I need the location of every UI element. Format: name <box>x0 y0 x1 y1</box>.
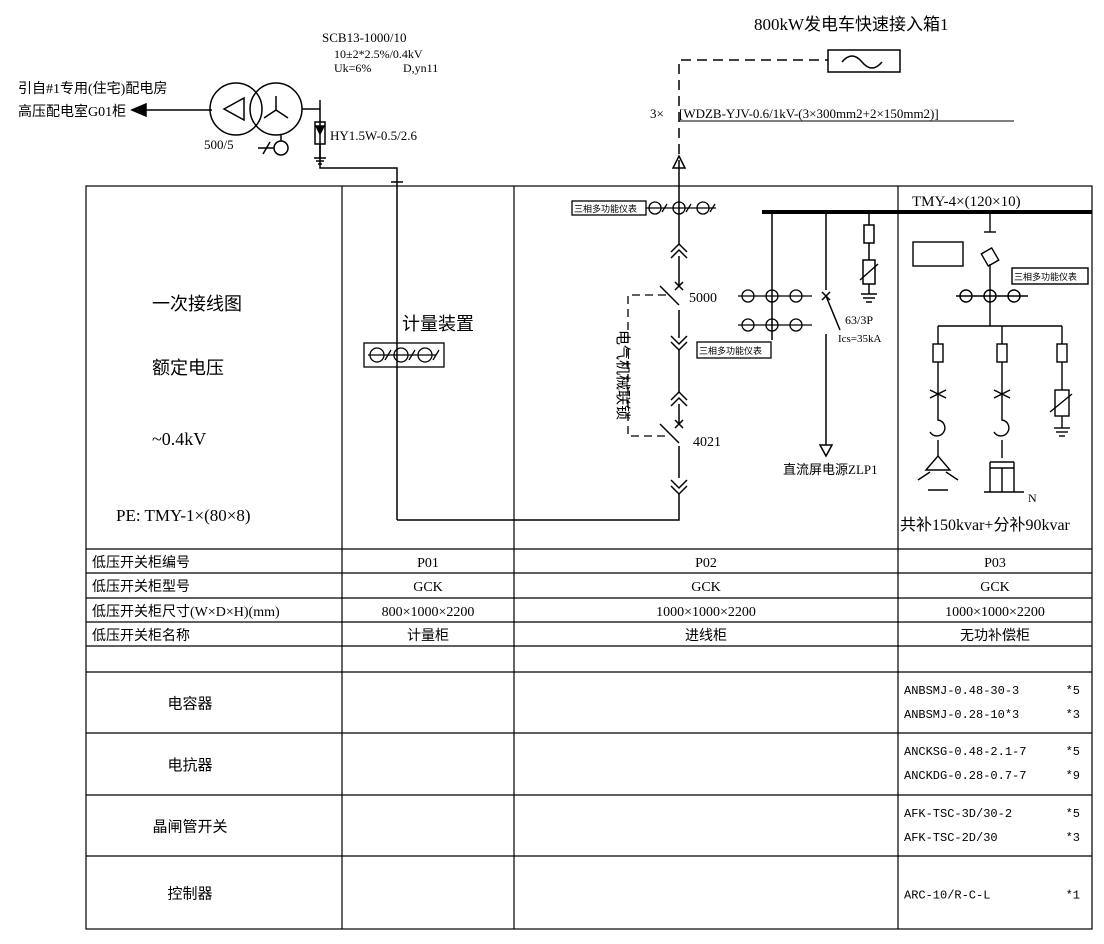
component-model: AFK-TSC-3D/30-2 <box>904 807 1012 821</box>
transformer-primary-winding-icon <box>209 82 263 136</box>
table-cell-p01: GCK <box>413 580 443 595</box>
neutral-label: N <box>1028 491 1037 505</box>
table-row: 低压开关柜型号 GCK GCK GCK <box>92 579 1010 595</box>
component-qty: *9 <box>1066 769 1080 783</box>
component-model: AFK-TSC-2D/30 <box>904 831 998 845</box>
breaker-upper-rating: 5000 <box>689 291 717 306</box>
transformer-uk-label: Uk=6% <box>334 61 371 75</box>
table-rows: 低压开关柜编号 P01 P02 P03 低压开关柜型号 GCK GCK GCK 低压开关柜尺寸(… <box>92 555 1045 644</box>
mccb-rating: 63/3P <box>845 313 873 327</box>
voltage-value: ~0.4kV <box>152 429 206 449</box>
rated-voltage-label: 额定电压 <box>152 358 224 378</box>
table-cell-p02: 进线柜 <box>685 628 727 644</box>
metering-ct-group <box>363 342 445 368</box>
component-qty: *3 <box>1066 708 1080 722</box>
compensation-summary: 共补150kvar+分补90kvar <box>900 516 1071 534</box>
source-arrow-icon <box>130 102 147 118</box>
table-cell-p01: 计量柜 <box>407 628 449 644</box>
table-cell-p03: P03 <box>984 556 1006 571</box>
component-label: 电容器 <box>167 696 212 713</box>
cable-prefix: 3× <box>650 106 664 121</box>
incoming-feeder <box>397 170 688 521</box>
arrester-label: HY1.5W-0.5/2.6 <box>330 128 418 143</box>
component-qty: *1 <box>1066 889 1080 903</box>
generator-box-title: 800kW发电车快速接入箱1 <box>754 15 949 34</box>
table-cell-p03: 无功补偿柜 <box>960 628 1030 644</box>
component-qty: *5 <box>1066 807 1080 821</box>
table-cell-p02: 1000×1000×2200 <box>656 605 756 620</box>
generator-connection <box>671 49 901 170</box>
ac-source-icon <box>841 55 883 69</box>
component-row: 控制器 ARC-10/R-C-L *1 <box>167 886 1080 903</box>
incoming-ct-group <box>571 200 716 216</box>
component-label: 控制器 <box>167 886 212 903</box>
component-label: 晶闸管开关 <box>152 819 227 836</box>
delta-symbol-icon <box>222 96 245 122</box>
component-qty: *3 <box>1066 831 1080 845</box>
metering-label: 计量装置 <box>402 314 474 334</box>
component-qty: *5 <box>1066 684 1080 698</box>
table-grid <box>85 185 1093 930</box>
meter-label-p03: 三相多功能仪表 <box>1014 271 1077 282</box>
generator-dashed-line <box>678 59 828 170</box>
component-model: ANBSMJ-0.48-30-3 <box>904 684 1019 698</box>
star-symbol-icon <box>263 96 289 119</box>
transformer-model-label: SCB13-1000/10 <box>322 30 407 45</box>
table-cell-p03: GCK <box>980 580 1010 595</box>
table-cell-p02: GCK <box>691 580 721 595</box>
pe-conductor-label: PE: TMY-1×(80×8) <box>116 506 251 525</box>
component-model: ANBSMJ-0.28-10*3 <box>904 708 1019 722</box>
table-cell-label: 低压开关柜尺寸(W×D×H)(mm) <box>92 604 280 620</box>
secondary-feeder <box>302 108 398 520</box>
cable-spec: [WDZB-YJV-0.6/1kV-(3×300mm2+2×150mm2)] <box>679 106 939 121</box>
component-model: ANCKSG-0.48-2.1-7 <box>904 745 1026 759</box>
ct-icon <box>273 140 289 156</box>
table-row: 低压开关柜名称 计量柜 进线柜 无功补偿柜 <box>92 628 1030 644</box>
ct-ratio-label: 500/5 <box>204 137 234 152</box>
table-cell-p01: P01 <box>417 556 439 571</box>
busbar-label: TMY-4×(120×10) <box>912 194 1021 210</box>
source-label-line2: 高压配电室G01柜 <box>18 103 126 120</box>
interlock-dashed <box>627 294 666 437</box>
source-label-line1: 引自#1专用(住宅)配电房 <box>18 81 167 97</box>
diagram-title: 一次接线图 <box>152 294 242 314</box>
component-model: ARC-10/R-C-L <box>904 889 990 903</box>
transformer-ratio-label: 10±2*2.5%/0.4kV <box>334 47 423 61</box>
up-arrow-icon <box>671 154 687 169</box>
busbar-ct-group <box>696 289 812 359</box>
table-cell-p02: P02 <box>695 556 717 571</box>
component-rows: 电容器ANBSMJ-0.48-30-3*5ANBSMJ-0.28-10*3*3电… <box>152 684 1080 903</box>
breaker-lower-rating: 4021 <box>693 435 721 450</box>
meter-label-p02-mid: 三相多功能仪表 <box>699 345 762 356</box>
transformer-group-label: D,yn11 <box>403 61 438 75</box>
table-cell-label: 低压开关柜型号 <box>92 579 190 595</box>
table-cell-p01: 800×1000×2200 <box>382 605 475 620</box>
compensation-circuit <box>912 212 1089 493</box>
dc-supply-label: 直流屏电源ZLP1 <box>783 462 878 477</box>
mccb-ics: Ics=35kA <box>838 333 882 345</box>
table-cell-label: 低压开关柜名称 <box>92 628 190 644</box>
component-model: ANCKDG-0.28-0.7-7 <box>904 769 1026 783</box>
transformer-section <box>130 82 403 520</box>
meter-label-p02-top: 三相多功能仪表 <box>574 203 637 214</box>
interlock-label: 电气机械联锁 <box>614 330 631 420</box>
table-row: 低压开关柜尺寸(W×D×H)(mm) 800×1000×2200 1000×1000… <box>92 604 1045 620</box>
table-row: 低压开关柜编号 P01 P02 P03 <box>92 555 1006 571</box>
table-cell-label: 低压开关柜编号 <box>92 555 190 571</box>
table-cell-p03: 1000×1000×2200 <box>945 605 1045 620</box>
generator-box-icon <box>827 49 901 73</box>
component-qty: *5 <box>1066 745 1080 759</box>
component-label: 电抗器 <box>167 757 212 774</box>
